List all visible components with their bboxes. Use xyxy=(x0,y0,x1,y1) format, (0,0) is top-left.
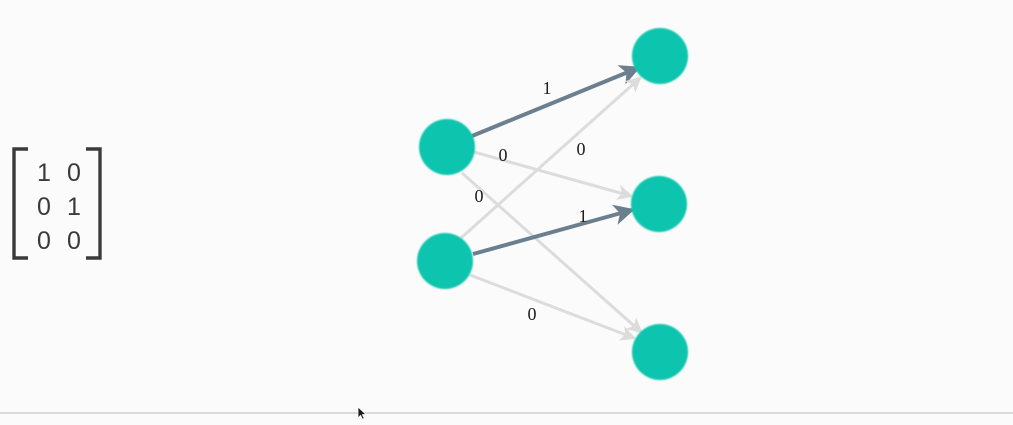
matrix-cell: 0 xyxy=(67,159,81,187)
right-node-2[interactable] xyxy=(631,176,687,232)
matrix-bracket-right xyxy=(86,147,102,260)
edge-l1-r1 xyxy=(471,65,641,138)
right-node-1[interactable] xyxy=(632,28,688,84)
matrix-cell: 1 xyxy=(37,159,51,187)
edge-weight-label: 0 xyxy=(528,304,537,324)
matrix-cell: 0 xyxy=(67,227,81,255)
edge-l2-r1 xyxy=(460,76,642,240)
edge-l2-r2 xyxy=(472,204,635,256)
matrix-cell: 1 xyxy=(67,193,81,221)
right-node-3[interactable] xyxy=(632,324,688,380)
edge-l1-r2 xyxy=(473,150,634,200)
edge-weight-label: 0 xyxy=(499,145,508,165)
edge-weight-label: 1 xyxy=(543,78,552,98)
graph-edges-group xyxy=(460,65,643,341)
mouse-pointer-icon xyxy=(357,406,367,420)
left-node-1[interactable] xyxy=(419,119,475,175)
edge-l1-r3 xyxy=(461,171,643,334)
graph-nodes-group xyxy=(417,28,688,380)
matrix-cell: 0 xyxy=(37,227,51,255)
edge-weight-label: 0 xyxy=(577,139,586,159)
graph-edge-labels-group: 1 0 0 0 1 0 xyxy=(475,78,588,324)
edge-weight-label: 0 xyxy=(475,186,484,206)
matrix-bracket-left xyxy=(12,147,28,260)
matrix-cell: 0 xyxy=(37,193,51,221)
edge-l2-r3 xyxy=(469,273,637,341)
edge-weight-label: 1 xyxy=(579,206,588,226)
left-node-2[interactable] xyxy=(417,233,473,289)
